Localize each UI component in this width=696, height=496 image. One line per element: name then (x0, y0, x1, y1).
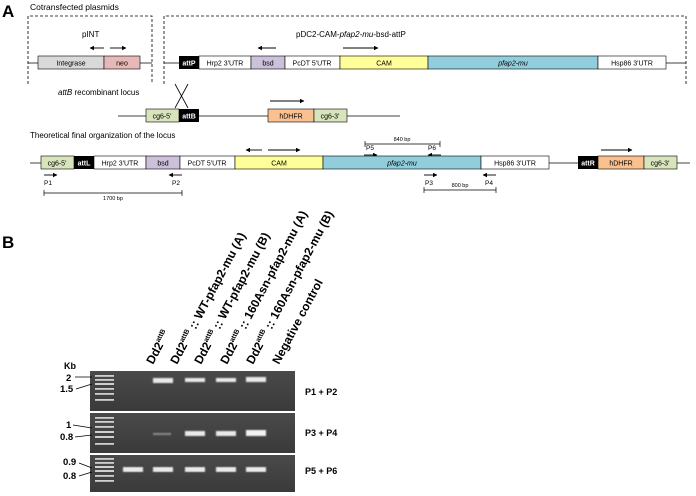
pdc2-title-italic: pfap2-mu (339, 30, 374, 39)
lane-label-3-base: Dd2 (191, 340, 214, 367)
kb-label: Kb (64, 361, 76, 371)
pfap2-label-2: pfap2-mu (386, 161, 417, 168)
attr-box (578, 156, 598, 169)
gel-1-bands (153, 377, 266, 383)
gel-1-primers: P1 + P2 (305, 387, 337, 397)
hsp86-label-2: Hsp86 3'UTR (494, 161, 536, 168)
gel-2-primers: P3 + P4 (305, 428, 337, 438)
attr-label: attR (581, 161, 595, 168)
hdhfr-label-1: hDHFR (279, 114, 302, 121)
cam-label-2: CAM (271, 161, 287, 168)
gel-2-ladder (95, 417, 114, 445)
lane-label-4-base: Dd2 (217, 340, 240, 367)
hrp2-label-2: Hrp2 3'UTR (102, 161, 139, 168)
primer-p4-label: P4 (485, 180, 493, 187)
primer-p1-label: P1 (44, 180, 52, 187)
cg6-3-box-1 (313, 108, 348, 123)
gel-1-ladder (95, 375, 114, 401)
lane-label-1-sup: attB (155, 328, 168, 343)
pdc2-title-suffix: -bsd-attP (373, 30, 405, 39)
gel-2-bands (153, 430, 266, 436)
attl-box (74, 156, 94, 169)
attp-box (179, 56, 199, 69)
gel-3-pointer-top (78, 462, 93, 469)
dist-840-label: 840 bp (394, 137, 411, 143)
recombination-cross-b (174, 83, 189, 109)
bsd-label: bsd (262, 61, 273, 68)
recombinant-label-rest: recombinant locus (72, 88, 139, 97)
primer-p2-label: P2 (172, 180, 180, 187)
dist-1700-label: 1700 bp (103, 196, 123, 202)
pdc2-title: pDC2-CAM-pfap2-mu-bsd-attP (296, 30, 406, 39)
gel-3 (90, 455, 295, 492)
neo-label: neo (116, 61, 128, 68)
hsp86-label: Hsp86 3'UTR (611, 61, 653, 68)
recombinant-label: attB recombinant locus (58, 88, 139, 97)
panel-b-letter: B (2, 233, 14, 252)
gel-2-pointer-top (72, 424, 93, 429)
attb-label: attB (182, 114, 196, 121)
gel-1-pointer-bottom (75, 383, 93, 390)
cg6-3-box-2 (643, 155, 678, 170)
panel-a-letter: A (2, 2, 14, 21)
pfap2-label: pfap2-mu (497, 61, 528, 68)
cg6-5-label-1: cg6-5' (153, 114, 172, 121)
lane-label-1-base: Dd2 (143, 340, 166, 367)
primer-p3-label: P3 (425, 180, 433, 187)
final-title: Theoretical final organization of the lo… (30, 131, 175, 140)
gel-2-marker-top: 1 (66, 420, 72, 431)
lane-label-5-base: Dd2 (243, 340, 266, 367)
gel-3-pointer-bottom (78, 471, 93, 477)
integrase-label: Integrase (56, 61, 85, 68)
lane-labels: Dd2attB Dd2attB :: WT-pfap2-mu (A) Dd2at… (143, 208, 336, 366)
gel-3-bands (123, 467, 266, 472)
pint-title: pINT (82, 30, 99, 39)
gel-2-pointer-bottom (74, 434, 93, 438)
hsp86-box (597, 55, 667, 70)
hdhfr-label-2: hDHFR (609, 161, 632, 168)
pcdt-label: PcDT 5'UTR (293, 61, 332, 68)
pint-dashed-box (27, 15, 153, 84)
attb-box (179, 109, 199, 122)
pdc2-dashed-box (163, 15, 687, 84)
hsp86-box-2 (480, 155, 550, 170)
cg6-3-label-2: cg6-3' (651, 161, 670, 168)
gel-1-marker-bottom: 1.5 (60, 384, 74, 395)
primer-p5-label: P5 (366, 145, 374, 152)
gel-3-marker-bottom: 0.8 (63, 471, 76, 482)
recombinant-label-italic: attB (58, 88, 73, 97)
cg6-3-label-1: cg6-3' (321, 114, 340, 121)
cg6-5-label-2: cg6-5' (48, 161, 67, 168)
pcdt-label-2: PcDT 5'UTR (188, 161, 227, 168)
dist-800-label: 800 bp (452, 183, 469, 189)
primer-p6-label: P6 (428, 145, 436, 152)
lane-label-2-base: Dd2 (167, 340, 190, 367)
gel-3-ladder (95, 458, 114, 482)
cam-label: CAM (376, 61, 392, 68)
bsd-label-2: bsd (157, 161, 168, 168)
gel-3-marker-top: 0.9 (63, 457, 76, 468)
pdc2-title-prefix: pDC2-CAM- (296, 30, 340, 39)
hrp2-label: Hrp2 3'UTR (207, 61, 244, 68)
neo-box (103, 55, 141, 70)
gel-1-marker-top: 2 (66, 373, 71, 384)
cotransfected-title: Cotransfected plasmids (30, 2, 119, 12)
gel-3-primers: P5 + P6 (305, 466, 337, 476)
gel-2-marker-bottom: 0.8 (60, 432, 73, 443)
attl-label: attL (78, 161, 92, 168)
attp-label: attP (182, 61, 196, 68)
